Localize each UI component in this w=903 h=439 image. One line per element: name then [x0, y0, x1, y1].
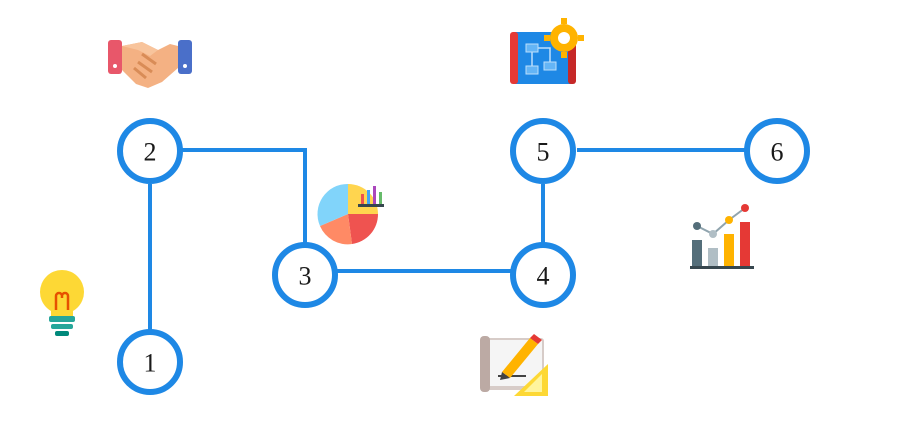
node-2-label: 2: [144, 138, 157, 167]
node-3-circle: [272, 242, 338, 308]
node-6-label: 6: [771, 138, 784, 167]
node-3-label: 3: [299, 262, 312, 291]
connector-2-3: [182, 148, 307, 243]
lightbulb-icon: [40, 270, 84, 336]
node-2-circle: [117, 118, 183, 184]
growth-chart-icon: [690, 204, 754, 269]
node-1-circle: [117, 329, 183, 395]
node-4-circle: [510, 242, 576, 308]
node-5-circle: [510, 118, 576, 184]
pie-chart-icon: [317, 183, 384, 245]
connectors: [148, 148, 745, 331]
node-1[interactable]: 1: [117, 329, 183, 395]
drawing-ruler-icon: [480, 334, 548, 396]
node-6-circle: [744, 118, 810, 184]
node-4-label: 4: [537, 262, 550, 291]
node-5-label: 5: [537, 138, 550, 167]
node-6[interactable]: 6: [744, 118, 810, 184]
node-3[interactable]: 3: [272, 242, 338, 308]
blueprint-gear-icon: [510, 18, 584, 84]
node-2[interactable]: 2: [117, 118, 183, 184]
node-4[interactable]: 4: [510, 242, 576, 308]
handshake-icon: [108, 40, 192, 88]
node-1-label: 1: [144, 349, 157, 378]
node-5[interactable]: 5: [510, 118, 576, 184]
